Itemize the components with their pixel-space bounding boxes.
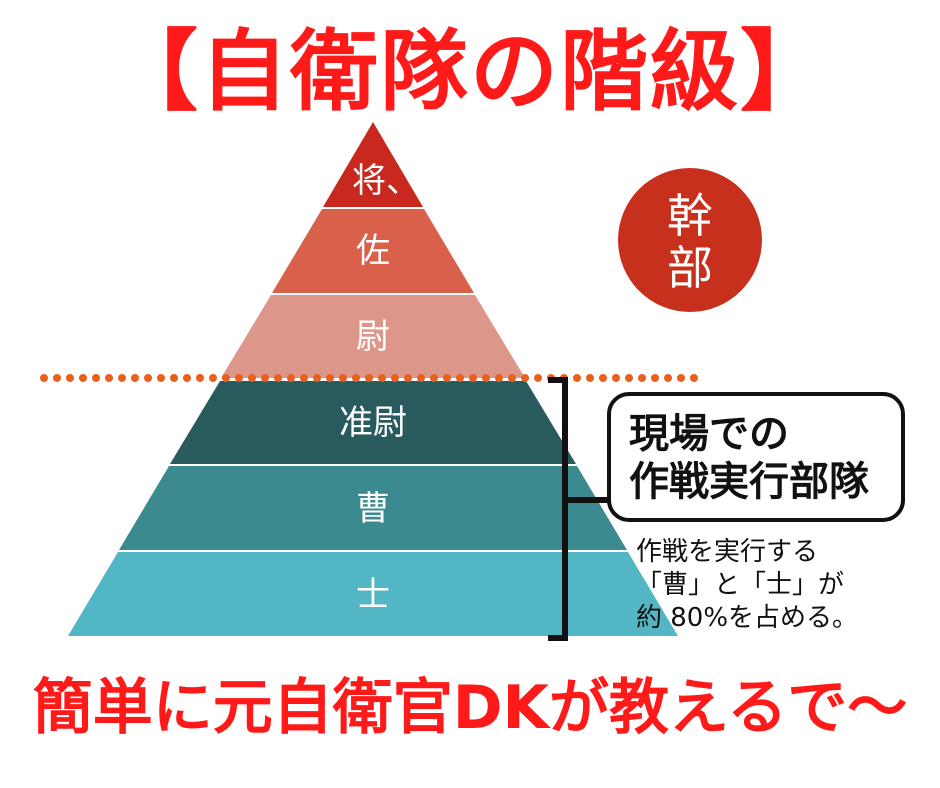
level-label-colonel: 佐 (356, 231, 390, 271)
level-label-general: 将、将補 (352, 161, 488, 201)
note-line2: 「曹」と「士」が (636, 570, 845, 600)
officer-badge-line1: 幹 (667, 189, 713, 243)
pyramid-level-private (68, 552, 678, 636)
pyramid-level-sergeant (119, 466, 627, 550)
officer-badge-line2: 部 (667, 241, 713, 295)
note-line1: 作戦を実行する (636, 537, 819, 567)
pyramid-level-lieutenant (221, 295, 525, 378)
officer-badge (618, 168, 762, 312)
level-label-sergeant: 曹 (356, 489, 390, 529)
note-line3: 約 80%を占める。 (636, 603, 859, 633)
callout-line1: 現場での (629, 411, 789, 457)
pyramid-level-general (323, 122, 423, 207)
callout-line2: 作戦実行部隊 (629, 459, 869, 505)
callout-box: 現場での 作戦実行部隊 (607, 392, 905, 522)
level-label-private: 士 (356, 575, 390, 615)
level-label-warrant: 准尉 (339, 403, 407, 443)
footer-caption: 簡単に元自衛官DKが教えるで～ (32, 673, 908, 743)
pyramid-level-colonel (272, 209, 474, 293)
pyramid-level-warrant (170, 381, 576, 464)
note-text: 作戦を実行する 「曹」と「士」が 約 80%を占める。 (636, 536, 858, 635)
level-label-lieutenant: 尉 (356, 317, 390, 357)
page-title: 【自衛隊の階級】 (109, 20, 830, 123)
bracket (548, 377, 608, 641)
